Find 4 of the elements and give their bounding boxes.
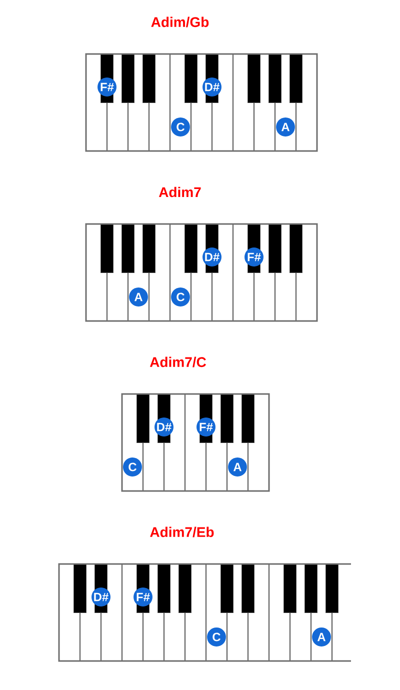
- chord-title: Adim7/C: [150, 356, 206, 368]
- chord-title: Adim/Gb: [151, 16, 209, 28]
- chord-title: Adim7: [158, 186, 201, 198]
- chord-title: Adim7/Eb: [150, 526, 214, 538]
